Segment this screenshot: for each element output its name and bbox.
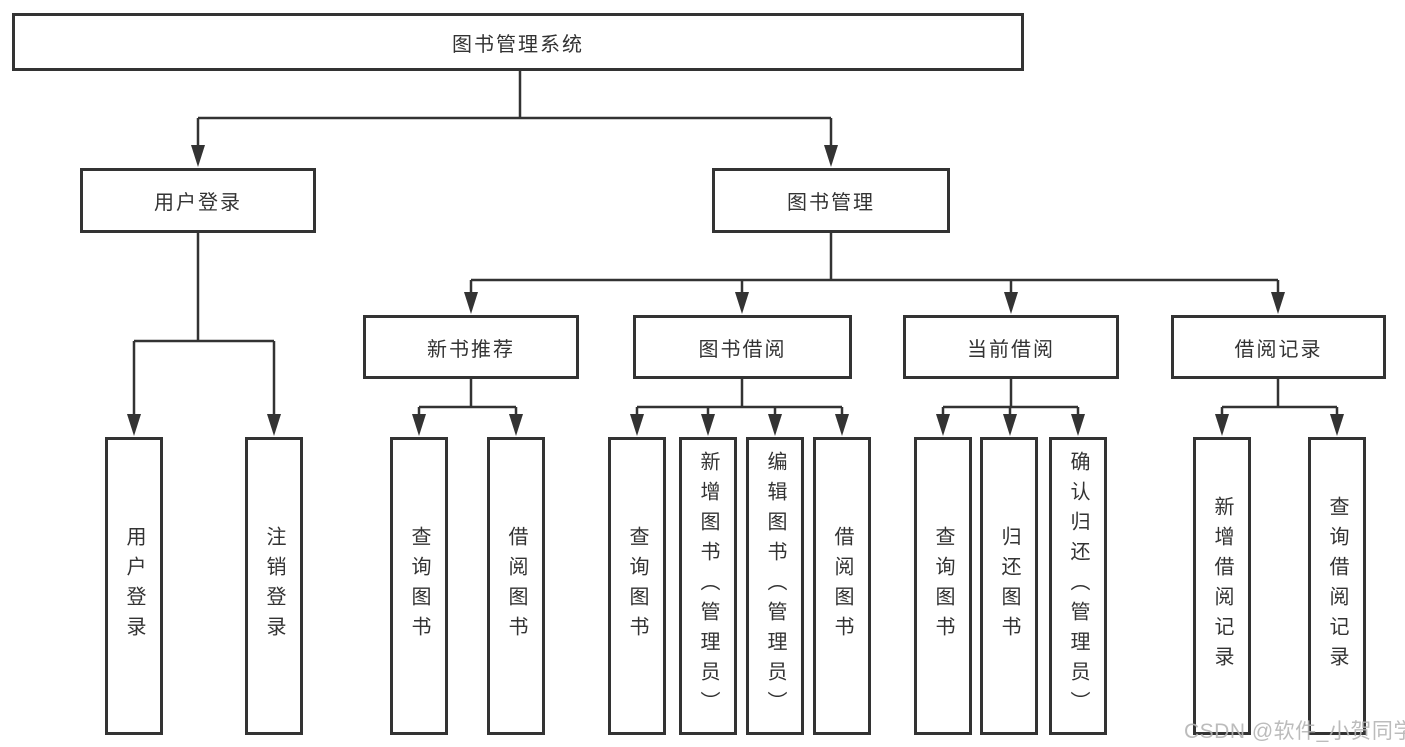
node-borrowing-records: 借阅记录 [1171, 315, 1386, 379]
arrowhead [630, 414, 644, 436]
leaf-query-books-1: 查询图书 [390, 437, 448, 735]
arrowhead [509, 414, 523, 436]
leaf-return-books: 归还图书 [980, 437, 1038, 735]
arrowhead [1071, 414, 1085, 436]
leaf-edit-books-admin: 编辑图书（管理员） [746, 437, 804, 735]
leaf-user-login: 用户登录 [105, 437, 163, 735]
node-label: 新书推荐 [427, 338, 515, 361]
node-label: 编辑图书（管理员） [764, 451, 786, 721]
node-label: 归还图书 [998, 526, 1020, 646]
node-book-borrowing: 图书借阅 [633, 315, 852, 379]
arrowhead [267, 414, 281, 436]
node-label: 借阅记录 [1234, 338, 1323, 361]
node-label: 查询图书 [408, 526, 430, 646]
node-label: 查询图书 [626, 526, 648, 646]
arrowhead [936, 414, 950, 436]
leaf-add-borrow-record: 新增借阅记录 [1193, 437, 1251, 735]
node-label: 借阅图书 [505, 526, 527, 646]
edge-root-split [196, 71, 833, 146]
arrowhead [1271, 292, 1285, 314]
node-label: 确认归还（管理员） [1067, 451, 1089, 721]
leaf-logout: 注销登录 [245, 437, 303, 735]
node-label: 当前借阅 [967, 338, 1055, 361]
edge-bookmgmt-split [469, 233, 1280, 294]
arrowhead [191, 145, 205, 167]
leaf-query-books-2: 查询图书 [608, 437, 666, 735]
leaf-borrow-books-2: 借阅图书 [813, 437, 871, 735]
leaf-query-books-3: 查询图书 [914, 437, 972, 735]
arrowhead [1003, 414, 1017, 436]
node-label: 借阅图书 [831, 526, 853, 646]
node-system-root: 图书管理系统 [12, 13, 1024, 71]
node-user-login-branch: 用户登录 [80, 168, 316, 233]
edge-userlogin-split [132, 233, 276, 415]
node-label: 用户登录 [123, 526, 145, 646]
arrowhead [464, 292, 478, 314]
arrowhead [1004, 292, 1018, 314]
edge-newbooks-split [417, 379, 518, 415]
edge-current-split [941, 379, 1080, 415]
arrowhead [127, 414, 141, 436]
arrowhead [768, 414, 782, 436]
node-label: 新增借阅记录 [1211, 496, 1233, 676]
arrowhead [412, 414, 426, 436]
node-label: 新增图书（管理员） [697, 451, 719, 721]
leaf-query-borrow-record: 查询借阅记录 [1308, 437, 1366, 735]
node-label: 查询借阅记录 [1326, 496, 1348, 676]
arrowhead [735, 292, 749, 314]
arrowhead [1330, 414, 1344, 436]
arrowhead [1215, 414, 1229, 436]
node-label: 图书借阅 [698, 338, 787, 361]
node-label: 图书管理系统 [452, 33, 584, 56]
node-book-management-branch: 图书管理 [712, 168, 950, 233]
node-current-borrowing: 当前借阅 [903, 315, 1119, 379]
arrowhead [835, 414, 849, 436]
node-label: 用户登录 [154, 192, 242, 214]
leaf-add-books-admin: 新增图书（管理员） [679, 437, 737, 735]
node-new-book-recommend: 新书推荐 [363, 315, 579, 379]
edge-records-split [1220, 379, 1339, 415]
node-label: 图书管理 [787, 192, 875, 214]
edge-borrow-split [635, 379, 844, 415]
node-label: 查询图书 [932, 526, 954, 646]
leaf-confirm-return-admin: 确认归还（管理员） [1049, 437, 1107, 735]
csdn-watermark: CSDN @软件_小贺同学 [1184, 720, 1405, 743]
leaf-borrow-books-1: 借阅图书 [487, 437, 545, 735]
arrowhead [824, 145, 838, 167]
arrowhead [701, 414, 715, 436]
node-label: 注销登录 [263, 526, 285, 646]
